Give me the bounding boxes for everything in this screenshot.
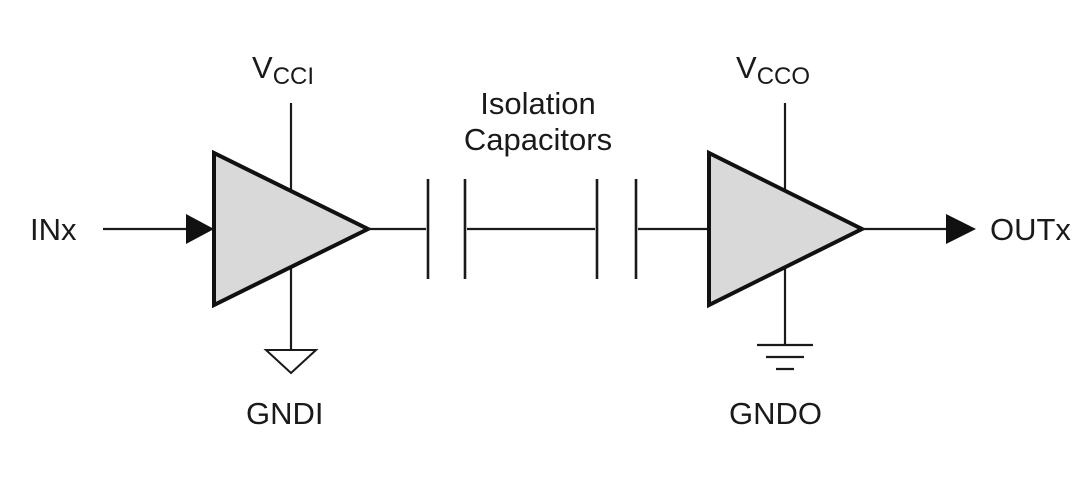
vcci-label: VCCI (252, 50, 314, 90)
input-arrow-icon (186, 214, 214, 244)
vcco-label-main: V (736, 50, 757, 85)
earth-ground-icon (757, 343, 813, 371)
capacitors-label-line1: Isolation (480, 86, 595, 121)
open-triangle-ground-icon (263, 349, 319, 375)
output-arrow-icon (946, 214, 976, 244)
vcci-label-sub: CCI (273, 63, 314, 90)
input-label: INx (30, 212, 77, 247)
vcco-label: VCCO (736, 50, 810, 90)
vcco-label-sub: CCO (757, 63, 810, 90)
capacitors-label-line2: Capacitors (464, 122, 612, 157)
output-buffer (707, 149, 867, 309)
gndo-label: GNDO (729, 396, 822, 431)
output-label: OUTx (990, 212, 1071, 247)
vcci-label-main: V (252, 50, 273, 85)
input-buffer (212, 149, 373, 309)
gndi-label: GNDI (246, 396, 324, 431)
